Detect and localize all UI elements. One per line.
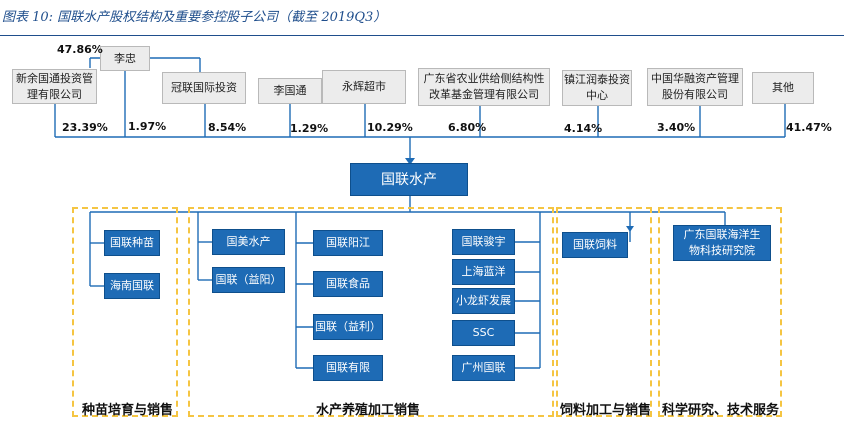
pct-xinyu: 23.39%	[62, 121, 108, 134]
sub-crayfish-development: 小龙虾发展	[452, 288, 515, 314]
pct-lizhong: 1.97%	[128, 120, 167, 133]
title-divider	[0, 35, 844, 36]
group-research-frame	[658, 207, 782, 417]
sub-guomei-aquatic: 国美水产	[212, 229, 285, 255]
shareholder-xinyu-guotong: 新余国通投资管理有限公司	[12, 69, 97, 104]
pct-liguotong: 1.29%	[290, 122, 329, 135]
figure-title: 图表 10: 国联水产股权结构及重要参控股子公司（截至 2019Q3）	[2, 10, 387, 25]
sub-guangzhou-guolian: 广州国联	[452, 355, 515, 381]
sub-marine-biotech-institute: 广东国联海洋生物科技研究院	[673, 225, 771, 261]
shareholder-yonghui: 永辉超市	[322, 70, 406, 104]
group-label-aquaculture: 水产养殖加工销售	[316, 403, 421, 418]
group-seed-frame	[72, 207, 178, 417]
sub-shanghai-lanyang: 上海蓝洋	[452, 259, 515, 285]
sub-guolian-limited: 国联有限	[313, 355, 383, 381]
sub-guolian-seedling: 国联种苗	[104, 230, 160, 256]
pct-others: 41.47%	[786, 121, 832, 134]
sub-hainan-guolian: 海南国联	[104, 273, 160, 299]
group-label-feed: 饲料加工与销售	[560, 403, 652, 418]
sub-guolian-feed: 国联饲料	[562, 232, 628, 258]
pct-huarong: 3.40%	[657, 121, 696, 134]
group-aquaculture-frame	[188, 207, 554, 417]
pct-lizhong-xinyu: 47.86%	[57, 43, 103, 56]
shareholder-liguotong: 李国通	[258, 78, 322, 104]
main-company-guolian: 国联水产	[350, 163, 468, 196]
group-feed-frame	[556, 207, 652, 417]
pct-guanlian: 8.54%	[208, 121, 247, 134]
pct-zhenjiang: 4.14%	[564, 122, 603, 135]
sub-guolian-junyu: 国联骏宇	[452, 229, 515, 255]
shareholder-guangdong-fund: 广东省农业供给侧结构性改革基金管理有限公司	[418, 68, 550, 106]
sub-ssc: SSC	[452, 320, 515, 346]
sub-guolian-yili: 国联（益利）	[313, 314, 383, 340]
sub-guolian-yangjiang: 国联阳江	[313, 230, 383, 256]
pct-guangdong-fund: 6.80%	[448, 121, 487, 134]
pct-yonghui: 10.29%	[367, 121, 413, 134]
shareholder-zhenjiang-runtai: 镇江润泰投资中心	[562, 70, 632, 106]
shareholder-huarong: 中国华融资产管理股份有限公司	[647, 68, 743, 106]
sub-guolian-yiyang: 国联（益阳）	[212, 267, 285, 293]
group-label-research: 科学研究、技术服务	[662, 403, 780, 418]
shareholder-lizhong: 李忠	[100, 46, 150, 71]
group-label-seed: 种苗培育与销售	[82, 403, 174, 418]
shareholder-others: 其他	[752, 72, 814, 104]
shareholder-guanlian: 冠联国际投资	[162, 72, 246, 104]
sub-guolian-food: 国联食品	[313, 271, 383, 297]
